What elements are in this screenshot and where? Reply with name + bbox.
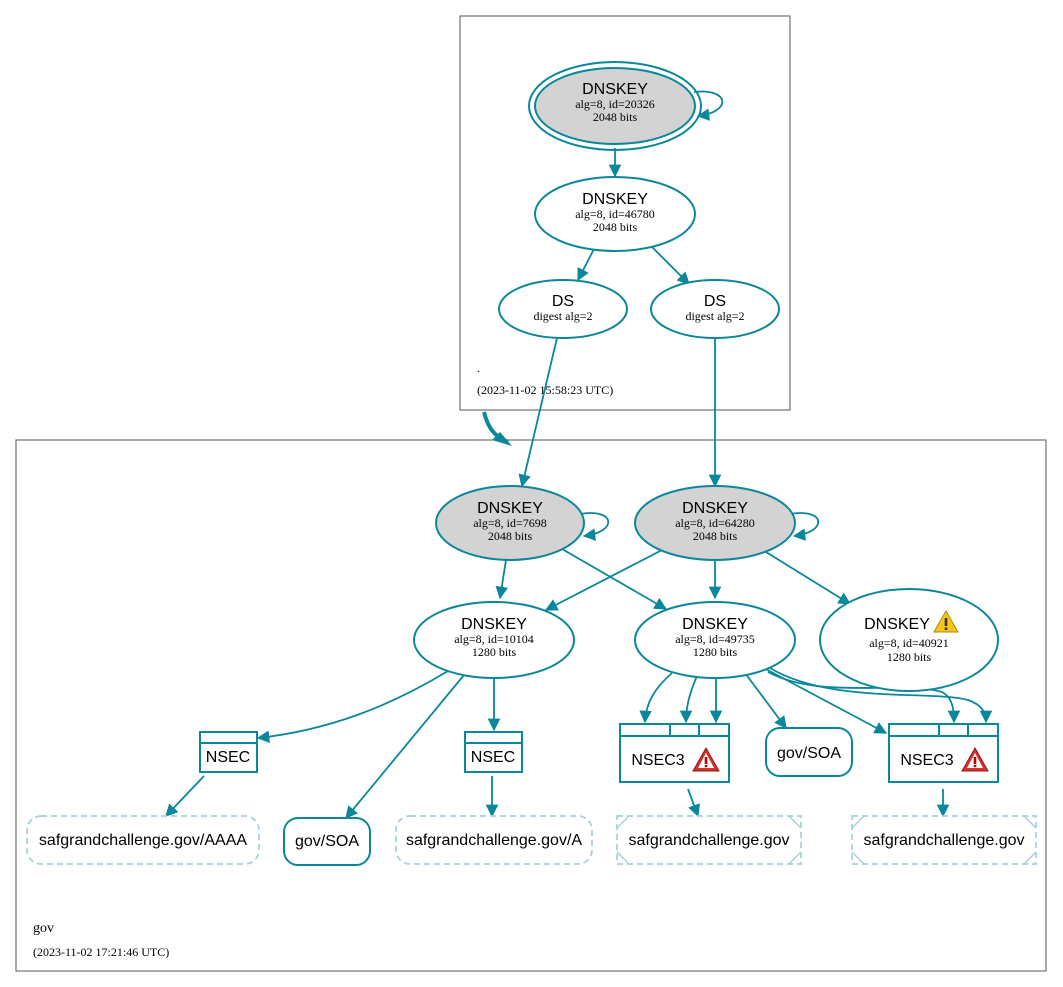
edge-ksk1-zsk2 [561,548,668,610]
gov-ksk2-title: DNSKEY [682,500,748,517]
gov-ksk2-node[interactable]: DNSKEY alg=8, id=64280 2048 bits [634,485,796,561]
nxdomain-1-title: safgrandchallenge.gov [628,832,789,849]
nsec2-node[interactable]: NSEC [464,731,523,773]
root-zsk-title: DNSKEY [582,191,648,208]
warning-icon [933,609,959,633]
edge-zsk2-soa2 [744,672,787,730]
gov-zsk2-line2: 1280 bits [693,645,738,659]
edge-ksk2-zsk1 [544,549,663,611]
gov-ksk1-node[interactable]: DNSKEY alg=8, id=7698 2048 bits [435,485,585,561]
gov-zsk1-line1: alg=8, id=10104 [454,632,534,646]
gov-zsk1-line2: 1280 bits [472,645,517,659]
gov-ksk1-line1: alg=8, id=7698 [473,516,547,530]
root-ds2-title: DS [704,293,726,310]
gov-soa1-title: gov/SOA [295,833,359,850]
root-ds1-line1: digest alg=2 [533,309,592,323]
gov-ksk1-title: DNSKEY [477,500,543,517]
nsec2-title: NSEC [471,749,515,766]
edges [165,90,993,819]
gov-soa2-title: gov/SOA [777,745,841,762]
delegation-arrowhead [492,432,512,446]
root-zone-box [459,15,791,411]
root-ksk-line2: 2048 bits [593,110,638,124]
gov-zsk1-title: DNSKEY [461,616,527,633]
root-ds2-node[interactable]: DS digest alg=2 [650,279,780,339]
gov-ksk2-line1: alg=8, id=64280 [675,516,755,530]
nsec1-node[interactable]: NSEC [199,731,258,773]
edge-ksk2-zsk3 [765,551,852,605]
error-icon [692,746,720,772]
nxdomain-node-1[interactable]: safgrandchallenge.gov [616,815,802,865]
edge-root-zsk-ds2 [651,246,690,285]
edge-root-zsk-ds1 [577,248,595,282]
gov-soa2-node[interactable]: gov/SOA [765,727,853,777]
root-zsk-line2: 2048 bits [593,220,638,234]
gov-zsk1-node[interactable]: DNSKEY alg=8, id=10104 1280 bits [413,601,575,679]
edge-nsec1-aaaa [165,775,205,817]
edge-zsk2-nsec3a-2 [679,675,698,724]
gov-zsk2-title: DNSKEY [682,616,748,633]
root-ds1-node[interactable]: DS digest alg=2 [498,279,628,339]
edge-gov-ksk2-self [789,512,820,541]
edge-ksk1-zsk1 [495,559,508,600]
root-zsk-line1: alg=8, id=46780 [575,207,655,221]
gov-zone-box [15,439,1047,972]
root-zsk-node[interactable]: DNSKEY alg=8, id=46780 2048 bits [534,176,696,252]
gov-soa1-node[interactable]: gov/SOA [283,817,371,866]
nsec3-2-title: NSEC3 [900,752,953,769]
gov-zone-timestamp: (2023-11-02 17:21:46 UTC) [33,945,169,959]
error-icon [961,746,989,772]
gov-ksk2-line2: 2048 bits [693,529,738,543]
root-ksk-line1: alg=8, id=20326 [575,97,655,111]
nsec3-2-node[interactable]: NSEC3 [888,723,999,783]
gov-zsk3-node[interactable]: DNSKEY alg=8, id=40921 1280 bits [819,588,999,692]
edge-gov-ksk1-self [579,512,610,541]
nsec1-title: NSEC [206,749,250,766]
gov-zsk3-title: DNSKEY [864,616,930,633]
aaaa-rrset-title: safgrandchallenge.gov/AAAA [39,832,247,849]
a-rrset-node[interactable]: safgrandchallenge.gov/A [395,815,593,865]
root-ksk-title: DNSKEY [582,81,648,98]
nsec3-1-title: NSEC3 [631,752,684,769]
edge-zsk2-nsec3a-1 [639,672,673,724]
root-ds2-line1: digest alg=2 [685,309,744,323]
edge-zsk2-nsec3b-3 [769,667,993,724]
gov-zsk2-line1: alg=8, id=49735 [675,632,755,646]
a-rrset-title: safgrandchallenge.gov/A [406,832,582,849]
nsec3-1-node[interactable]: NSEC3 [619,723,730,783]
gov-zsk3-line1: alg=8, id=40921 [869,636,949,650]
aaaa-rrset-node[interactable]: safgrandchallenge.gov/AAAA [26,815,260,865]
edge-nsec3a-nx1 [687,788,700,818]
nxdomain-2-title: safgrandchallenge.gov [863,832,1024,849]
gov-zsk2-node[interactable]: DNSKEY alg=8, id=49735 1280 bits [634,601,796,679]
gov-zone-label: gov [33,921,54,936]
edge-root-ksk-self [693,90,724,121]
root-ds1-title: DS [552,293,574,310]
root-zone-label: . [477,361,480,375]
nxdomain-node-2[interactable]: safgrandchallenge.gov [851,815,1037,865]
edge-zsk1-nsec1 [256,670,449,744]
edge-ds1-gov-ksk1 [518,337,558,488]
root-ksk-node[interactable]: DNSKEY alg=8, id=20326 2048 bits [528,61,702,151]
edge-zsk1-soa1 [345,674,465,819]
gov-zsk3-line2: 1280 bits [887,650,932,664]
gov-ksk1-line2: 2048 bits [488,529,533,543]
